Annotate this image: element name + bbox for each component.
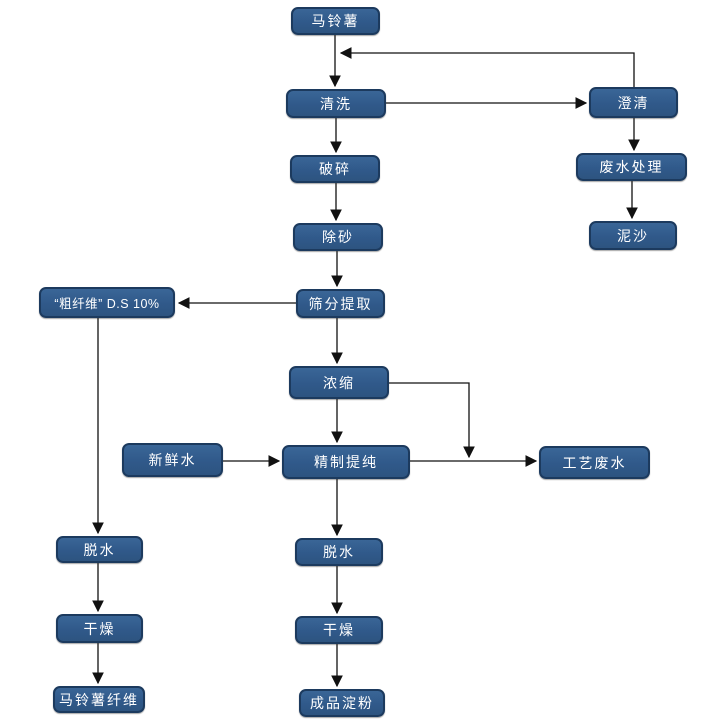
node-wastewater-treatment: 废水处理 bbox=[576, 153, 687, 181]
node-crushing: 破碎 bbox=[290, 155, 380, 183]
node-desanding: 除砂 bbox=[293, 223, 383, 251]
node-concentration: 浓缩 bbox=[289, 366, 389, 399]
node-process-wastewater: 工艺废水 bbox=[539, 446, 650, 479]
node-dewatering-mid: 脱水 bbox=[295, 538, 383, 566]
node-sieving-extraction: 筛分提取 bbox=[296, 289, 385, 318]
node-coarse-fiber: “粗纤维” D.S 10% bbox=[39, 287, 175, 318]
node-dewatering-left: 脱水 bbox=[56, 536, 143, 563]
edge-clarify-washing-recycle bbox=[339, 47, 635, 87]
node-fresh-water: 新鲜水 bbox=[122, 443, 223, 477]
edge-concentration-process-wastewater bbox=[389, 382, 475, 459]
node-washing: 清洗 bbox=[286, 89, 386, 118]
node-sediment: 泥沙 bbox=[589, 221, 677, 250]
node-potato-fiber: 马铃薯纤维 bbox=[53, 686, 145, 713]
node-potato: 马铃薯 bbox=[291, 7, 380, 35]
node-drying-left: 干燥 bbox=[56, 614, 143, 643]
edge-group bbox=[92, 35, 640, 688]
node-drying-mid: 干燥 bbox=[295, 616, 383, 644]
node-refining: 精制提纯 bbox=[282, 445, 410, 479]
node-clarify: 澄清 bbox=[589, 87, 678, 118]
node-finished-starch: 成品淀粉 bbox=[299, 689, 385, 717]
